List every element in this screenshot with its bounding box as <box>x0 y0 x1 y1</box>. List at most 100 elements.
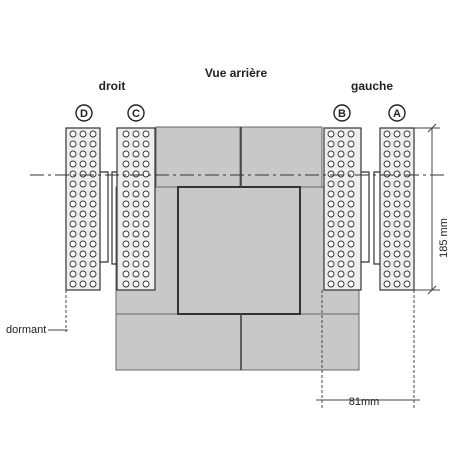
perforation-hole <box>383 250 391 258</box>
perforation-hole <box>403 140 411 148</box>
panel-tile-bottom-right <box>240 313 360 371</box>
perforation-hole <box>79 130 87 138</box>
perforation-hole <box>347 190 355 198</box>
perforation-hole <box>132 140 140 148</box>
perforation-hole <box>383 190 391 198</box>
perforation-hole <box>122 260 130 268</box>
perforation-hole <box>327 160 335 168</box>
perforation-hole <box>383 280 391 288</box>
marker-d-letter: D <box>80 108 88 120</box>
perforation-hole <box>142 140 150 148</box>
perforation-hole <box>347 180 355 188</box>
perforation-hole <box>142 190 150 198</box>
perforation-hole <box>132 260 140 268</box>
perforation-hole <box>122 210 130 218</box>
perforation-hole <box>122 130 130 138</box>
perforation-hole <box>337 240 345 248</box>
perforation-hole <box>79 220 87 228</box>
perforation-hole <box>79 270 87 278</box>
perforation-hole <box>89 200 97 208</box>
perforation-hole <box>337 150 345 158</box>
perforation-hole <box>69 190 77 198</box>
perforation-hole <box>327 200 335 208</box>
perforation-hole <box>347 280 355 288</box>
view-title: Vue arrière <box>205 66 268 80</box>
perforation-hole <box>69 270 77 278</box>
perforation-hole <box>122 140 130 148</box>
perforation-hole <box>403 210 411 218</box>
perforation-hole <box>89 130 97 138</box>
perforation-hole <box>327 260 335 268</box>
perforation-hole <box>132 180 140 188</box>
perforation-hole <box>403 250 411 258</box>
perforation-hole <box>347 220 355 228</box>
perforation-hole <box>69 130 77 138</box>
perforation-hole <box>132 190 140 198</box>
perforation-hole <box>347 260 355 268</box>
perforation-hole <box>393 160 401 168</box>
perforation-hole <box>132 160 140 168</box>
perforation-hole <box>89 160 97 168</box>
perforation-hole <box>393 200 401 208</box>
perforation-hole <box>69 230 77 238</box>
strip-b <box>323 127 362 291</box>
perforation-hole <box>327 250 335 258</box>
perforation-hole <box>79 200 87 208</box>
perforation-hole <box>403 170 411 178</box>
perforation-hole <box>69 180 77 188</box>
perforation-hole <box>337 200 345 208</box>
perforation-hole <box>142 250 150 258</box>
perforation-hole <box>347 140 355 148</box>
perforation-hole <box>79 180 87 188</box>
label-droit: droit <box>99 79 126 93</box>
marker-c: C <box>127 104 145 122</box>
perforation-hole <box>142 200 150 208</box>
width-dimension-label: 81mm <box>349 396 380 408</box>
perforation-hole <box>89 280 97 288</box>
perforation-hole <box>393 150 401 158</box>
perforation-hole <box>79 150 87 158</box>
perforation-hole <box>122 270 130 278</box>
perforation-hole <box>393 220 401 228</box>
perforation-hole <box>347 230 355 238</box>
perforation-hole <box>79 250 87 258</box>
frame-leader <box>48 290 68 332</box>
perforation-hole <box>403 280 411 288</box>
perforation-hole <box>132 170 140 178</box>
width-dimension <box>316 290 420 410</box>
perforation-hole <box>142 210 150 218</box>
perforation-hole <box>122 250 130 258</box>
perforation-hole <box>327 130 335 138</box>
panel-tile-bottom-left <box>115 313 242 371</box>
perforation-hole <box>69 140 77 148</box>
perforation-hole <box>142 260 150 268</box>
perforation-hole <box>89 240 97 248</box>
perforation-hole <box>327 140 335 148</box>
perforation-hole <box>383 150 391 158</box>
perforation-hole <box>327 280 335 288</box>
perforation-hole <box>327 180 335 188</box>
perforation-hole <box>132 150 140 158</box>
perforation-hole <box>383 160 391 168</box>
perforation-hole <box>132 270 140 278</box>
perforation-hole <box>393 230 401 238</box>
panel-tile-top-right <box>239 126 323 188</box>
perforation-hole <box>69 260 77 268</box>
perforation-hole <box>89 260 97 268</box>
perforation-hole <box>132 230 140 238</box>
perforation-hole <box>337 180 345 188</box>
perforation-hole <box>383 230 391 238</box>
perforation-hole <box>69 150 77 158</box>
frame-label: dormant <box>6 324 46 336</box>
perforation-hole <box>403 160 411 168</box>
perforation-hole <box>403 150 411 158</box>
perforation-hole <box>69 220 77 228</box>
perforation-hole <box>337 170 345 178</box>
marker-b-letter: B <box>338 108 346 120</box>
perforation-hole <box>327 190 335 198</box>
perforation-hole <box>337 140 345 148</box>
perforation-hole <box>383 180 391 188</box>
perforation-hole <box>122 230 130 238</box>
